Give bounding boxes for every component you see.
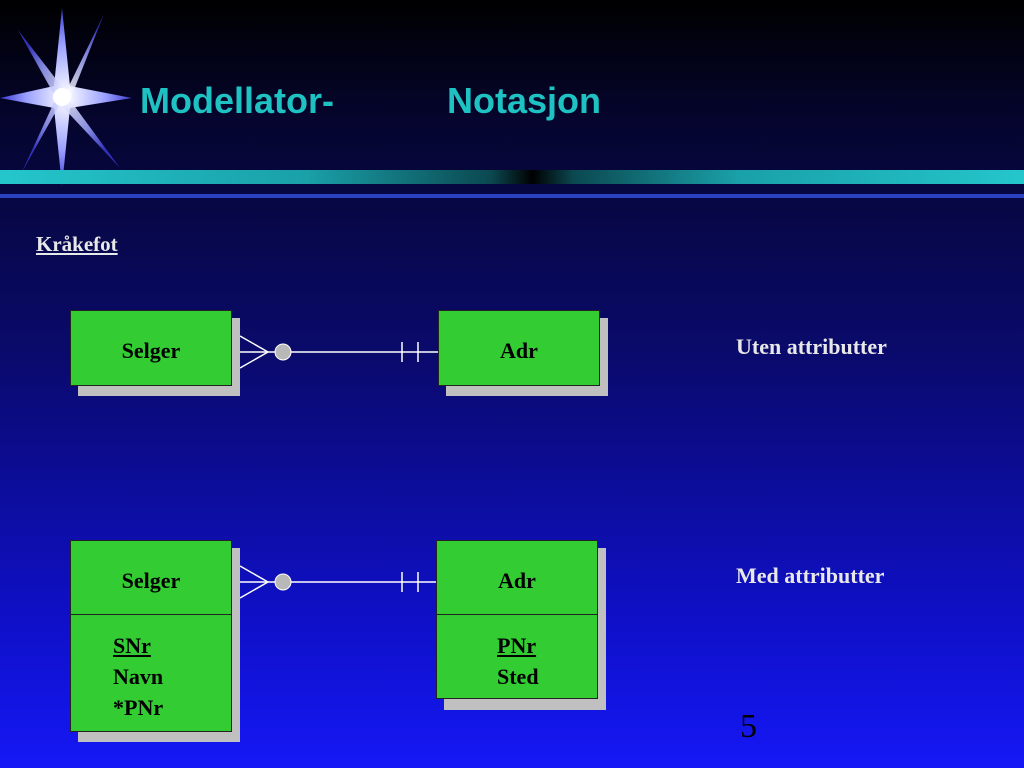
page-number: 5 [740, 708, 757, 745]
entity-name: Adr [498, 568, 536, 593]
entity-adr-top: Adr [438, 310, 600, 386]
relationship-bottom [239, 565, 436, 599]
title-main: Modellator [140, 80, 323, 121]
attribute-key: SNr [113, 633, 151, 658]
section-heading: Kråkefot [36, 232, 118, 256]
title-dash: - [322, 80, 335, 121]
header-rule-thin [0, 194, 1024, 198]
attribute-list: PNr Sted [497, 630, 539, 692]
page-title: Modellator- Notasjon [140, 80, 601, 122]
entity-adr-bottom: Adr PNr Sted [436, 540, 598, 699]
label-with-attributes: Med attributter [736, 563, 885, 588]
optional-circle-bottom [274, 573, 292, 591]
optional-circle-top [274, 343, 292, 361]
entity-divider [437, 614, 597, 615]
entity-selger-bottom: Selger SNr Navn *PNr [70, 540, 232, 732]
title-sub: Notasjon [447, 80, 602, 121]
header-rule [0, 170, 1024, 184]
entity-selger-top: Selger [70, 310, 232, 386]
entity-name: Selger [121, 568, 181, 593]
attribute-list: SNr Navn *PNr [113, 630, 163, 723]
entity-name: Selger [121, 338, 181, 363]
star-decoration-icon [0, 8, 132, 186]
attribute: *PNr [113, 695, 164, 720]
entity-divider [71, 614, 231, 615]
entity-name: Adr [500, 338, 538, 363]
label-without-attributes: Uten attributter [736, 334, 887, 359]
relationship-top [239, 335, 438, 369]
attribute: Navn [113, 664, 164, 689]
attribute: Sted [497, 664, 539, 689]
attribute-key: PNr [497, 633, 537, 658]
